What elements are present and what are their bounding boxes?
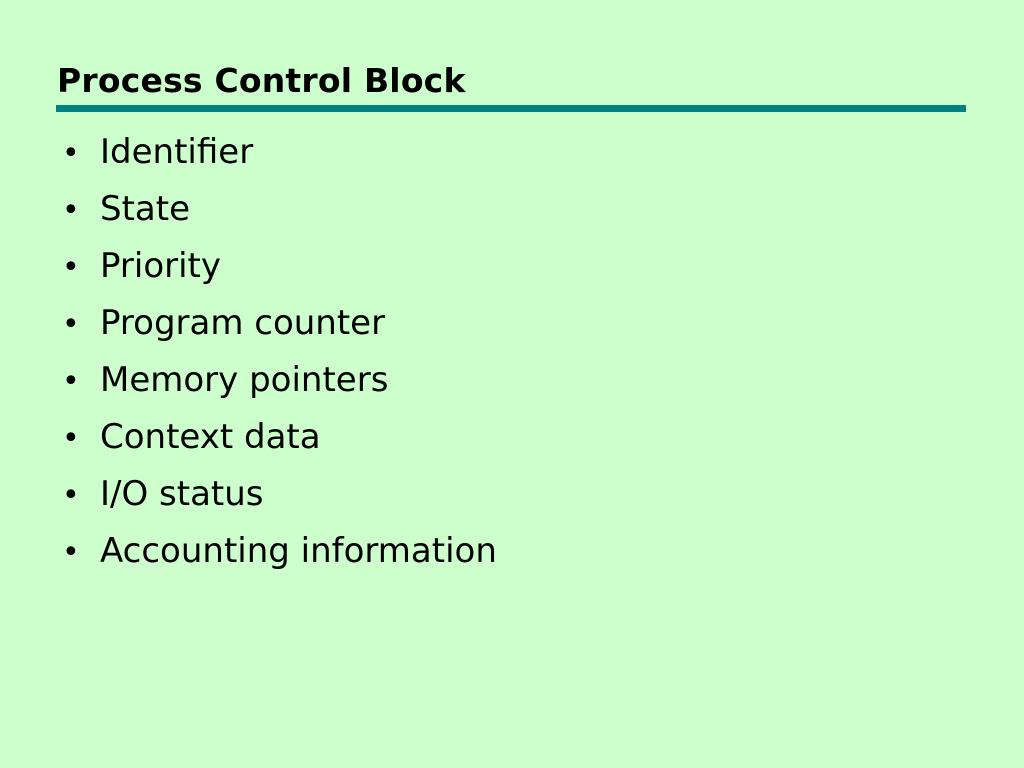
bullet-text: State <box>100 189 190 229</box>
bullet-list: • Identifier • State • Priority • Progra… <box>62 127 497 583</box>
bullet-dot-icon: • <box>62 364 80 399</box>
bullet-text: Priority <box>100 246 222 286</box>
bullet-item: • State <box>62 184 497 241</box>
bullet-text: Identifier <box>100 132 254 172</box>
bullet-item: • Priority <box>62 241 497 298</box>
title-underline-rule <box>56 105 966 112</box>
bullet-text: Accounting information <box>100 531 497 571</box>
bullet-text: Program counter <box>100 303 386 343</box>
bullet-dot-icon: • <box>62 136 80 171</box>
bullet-dot-icon: • <box>62 250 80 285</box>
bullet-text: I/O status <box>100 474 264 514</box>
bullet-item: • I/O status <box>62 469 497 526</box>
bullet-dot-icon: • <box>62 193 80 228</box>
bullet-text: Context data <box>100 417 321 457</box>
bullet-item: • Context data <box>62 412 497 469</box>
bullet-dot-icon: • <box>62 535 80 570</box>
bullet-dot-icon: • <box>62 478 80 513</box>
bullet-text: Memory pointers <box>100 360 389 400</box>
bullet-dot-icon: • <box>62 421 80 456</box>
bullet-item: • Program counter <box>62 298 497 355</box>
bullet-item: • Memory pointers <box>62 355 497 412</box>
bullet-item: • Accounting information <box>62 526 497 583</box>
bullet-dot-icon: • <box>62 307 80 342</box>
slide-title: Process Control Block <box>57 61 466 100</box>
bullet-item: • Identifier <box>62 127 497 184</box>
